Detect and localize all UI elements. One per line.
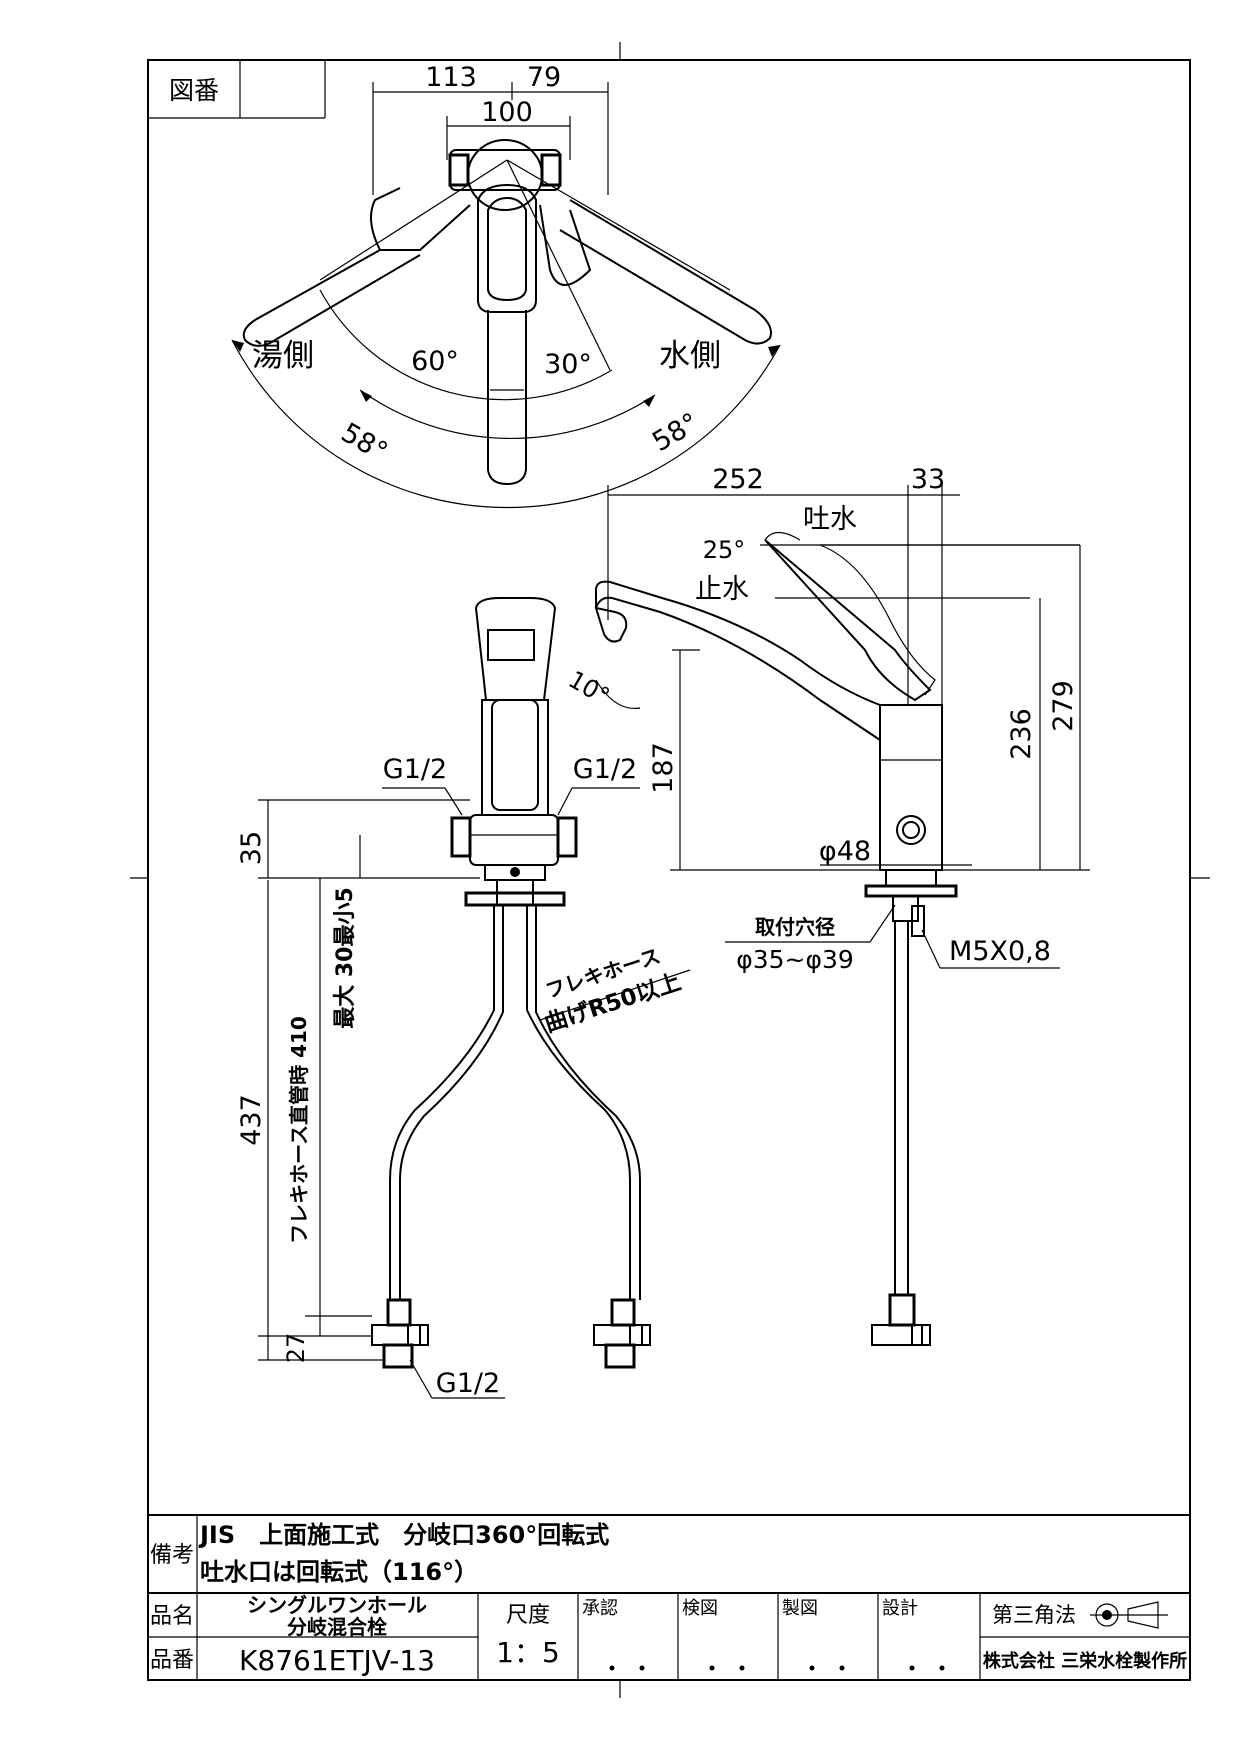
hose-fitting-side: [871, 1293, 931, 1346]
drawing-number-label: 図番: [169, 76, 219, 105]
scale-label: 尺度: [506, 1603, 550, 1628]
mount-hole-range: φ35~φ39: [736, 945, 854, 974]
title-block: 備考 JIS 上面施工式 分岐口360°回転式 吐水口は回転式（116°） 品名…: [148, 1514, 1190, 1680]
dim-410-note: フレキホース直管時 410: [287, 1016, 311, 1244]
mount-hole-label: 取付穴径: [755, 915, 835, 939]
number-label: 品番: [150, 1648, 194, 1673]
water-off-label: 止水: [695, 574, 749, 605]
dim-187: 187: [648, 742, 679, 794]
dim-35: 35: [236, 831, 267, 865]
lever-angle-label: 25°: [703, 536, 746, 564]
name-label: 品名: [150, 1604, 194, 1629]
dim-236: 236: [1006, 708, 1037, 760]
scale-value: 1：5: [496, 1636, 560, 1669]
conn-right-label: G1/2: [573, 754, 637, 785]
draw-label: 製図: [782, 1598, 818, 1619]
design-label: 設計: [882, 1598, 918, 1619]
front-view: G1/2 G1/2 G1/2 35 437 27 フレキホース直管時 410 最…: [236, 597, 691, 1399]
arc-58-right: 58°: [647, 407, 704, 458]
dim-252: 252: [712, 464, 764, 495]
angle-30: 30°: [544, 349, 592, 380]
check-label: 検図: [682, 1598, 718, 1619]
conn-bottom-label: G1/2: [436, 1368, 500, 1399]
dim-100: 100: [481, 97, 533, 128]
screw-label: M5X0,8: [949, 936, 1051, 967]
side-view: 252 33 吐水 25° 止水 10° 187 236 279 φ48 取付穴…: [564, 464, 1090, 1346]
dim-437: 437: [236, 1094, 267, 1146]
hose-fitting-left: [371, 1298, 429, 1369]
spout-angle-label: 10°: [564, 665, 615, 711]
conn-left-label: G1/2: [383, 754, 447, 785]
drawing-border: [147, 59, 1191, 1681]
company-name: 株式会社 三栄水栓製作所: [983, 1650, 1187, 1672]
water-on-label: 吐水: [803, 504, 857, 535]
dia-48-label: φ48: [819, 836, 871, 867]
arc-58-left: 58°: [336, 417, 393, 468]
drawing-number-box: 図番: [148, 60, 326, 119]
remarks-line2: 吐水口は回転式（116°）: [200, 1558, 478, 1586]
dim-79: 79: [527, 62, 561, 93]
top-view: 113 79 100 湯側 水側 60° 30° 5: [231, 62, 781, 509]
name-line1: シングルワンホール: [247, 1593, 427, 1617]
dim-279: 279: [1048, 680, 1079, 732]
cold-side-label: 水側: [659, 338, 721, 374]
projection-label: 第三角法: [992, 1603, 1076, 1627]
dim-range-note: 最大 30最小5: [333, 887, 358, 1029]
angle-60: 60°: [411, 346, 459, 377]
remarks-label: 備考: [150, 1543, 194, 1568]
hot-side-label: 湯側: [252, 338, 314, 374]
remarks-line1: JIS 上面施工式 分岐口360°回転式: [198, 1521, 609, 1549]
third-angle-projection-icon: [1090, 1601, 1168, 1629]
dim-33: 33: [911, 464, 945, 495]
dim-27: 27: [282, 1333, 310, 1364]
number-value: K8761ETJV-13: [239, 1644, 435, 1677]
hose-fitting-right: [593, 1298, 651, 1369]
dim-113: 113: [425, 62, 477, 93]
approve-label: 承認: [582, 1598, 618, 1619]
name-line2: 分岐混合栓: [287, 1615, 387, 1639]
